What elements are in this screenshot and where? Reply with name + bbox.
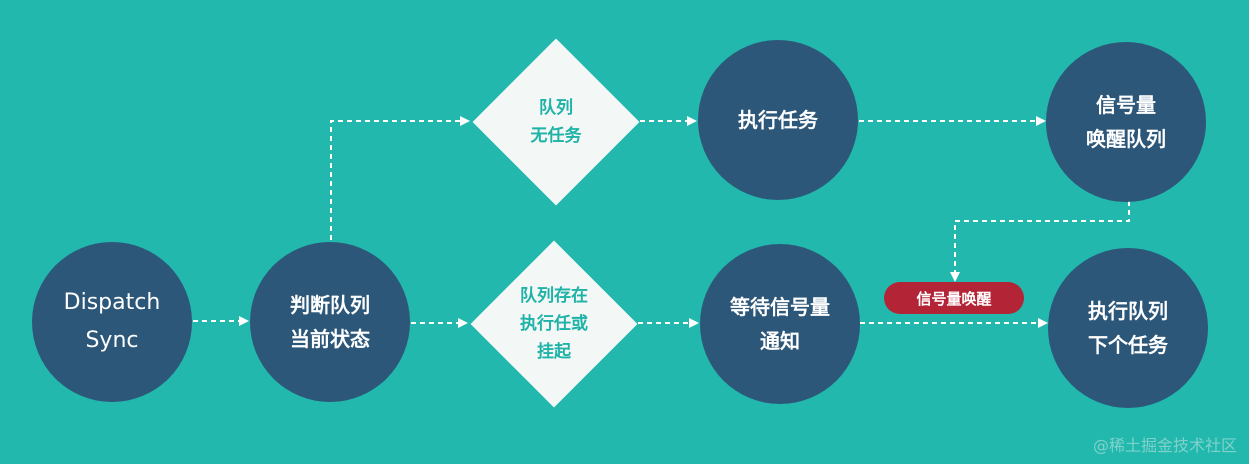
edge-semaphore-to-badge <box>950 201 1130 282</box>
node-wait-semaphore-label: 等待信号量 通知 <box>730 295 830 353</box>
node-check-queue-state-label: 判断队列 当前状态 <box>290 293 370 351</box>
node-queue-busy: 队列存在 执行任或 挂起 <box>470 240 638 408</box>
node-dispatch-sync-label: Dispatch Sync <box>63 290 161 353</box>
edge-check-to-no-task <box>330 116 470 240</box>
semaphore-wake-badge: 信号量唤醒 <box>884 282 1024 314</box>
node-queue-no-task: 队列 无任务 <box>472 38 640 206</box>
node-execute-task: 执行任务 <box>698 40 858 200</box>
node-dispatch-sync: Dispatch Sync <box>32 242 192 402</box>
node-execute-next-task: 执行队列 下个任务 <box>1048 248 1208 408</box>
node-execute-next-task-label: 执行队列 下个任务 <box>1088 299 1168 357</box>
node-queue-no-task-label: 队列 无任务 <box>530 98 582 146</box>
node-queue-busy-label: 队列存在 执行任或 挂起 <box>520 286 588 362</box>
node-check-queue-state: 判断队列 当前状态 <box>250 242 410 402</box>
node-execute-task-label: 执行任务 <box>738 108 818 132</box>
watermark: @稀土掘金技术社区 <box>1092 436 1237 455</box>
node-wait-semaphore: 等待信号量 通知 <box>700 244 860 404</box>
node-semaphore-wake-queue: 信号量 唤醒队列 <box>1046 42 1206 202</box>
node-semaphore-wake-queue-label: 信号量 唤醒队列 <box>1086 93 1166 151</box>
